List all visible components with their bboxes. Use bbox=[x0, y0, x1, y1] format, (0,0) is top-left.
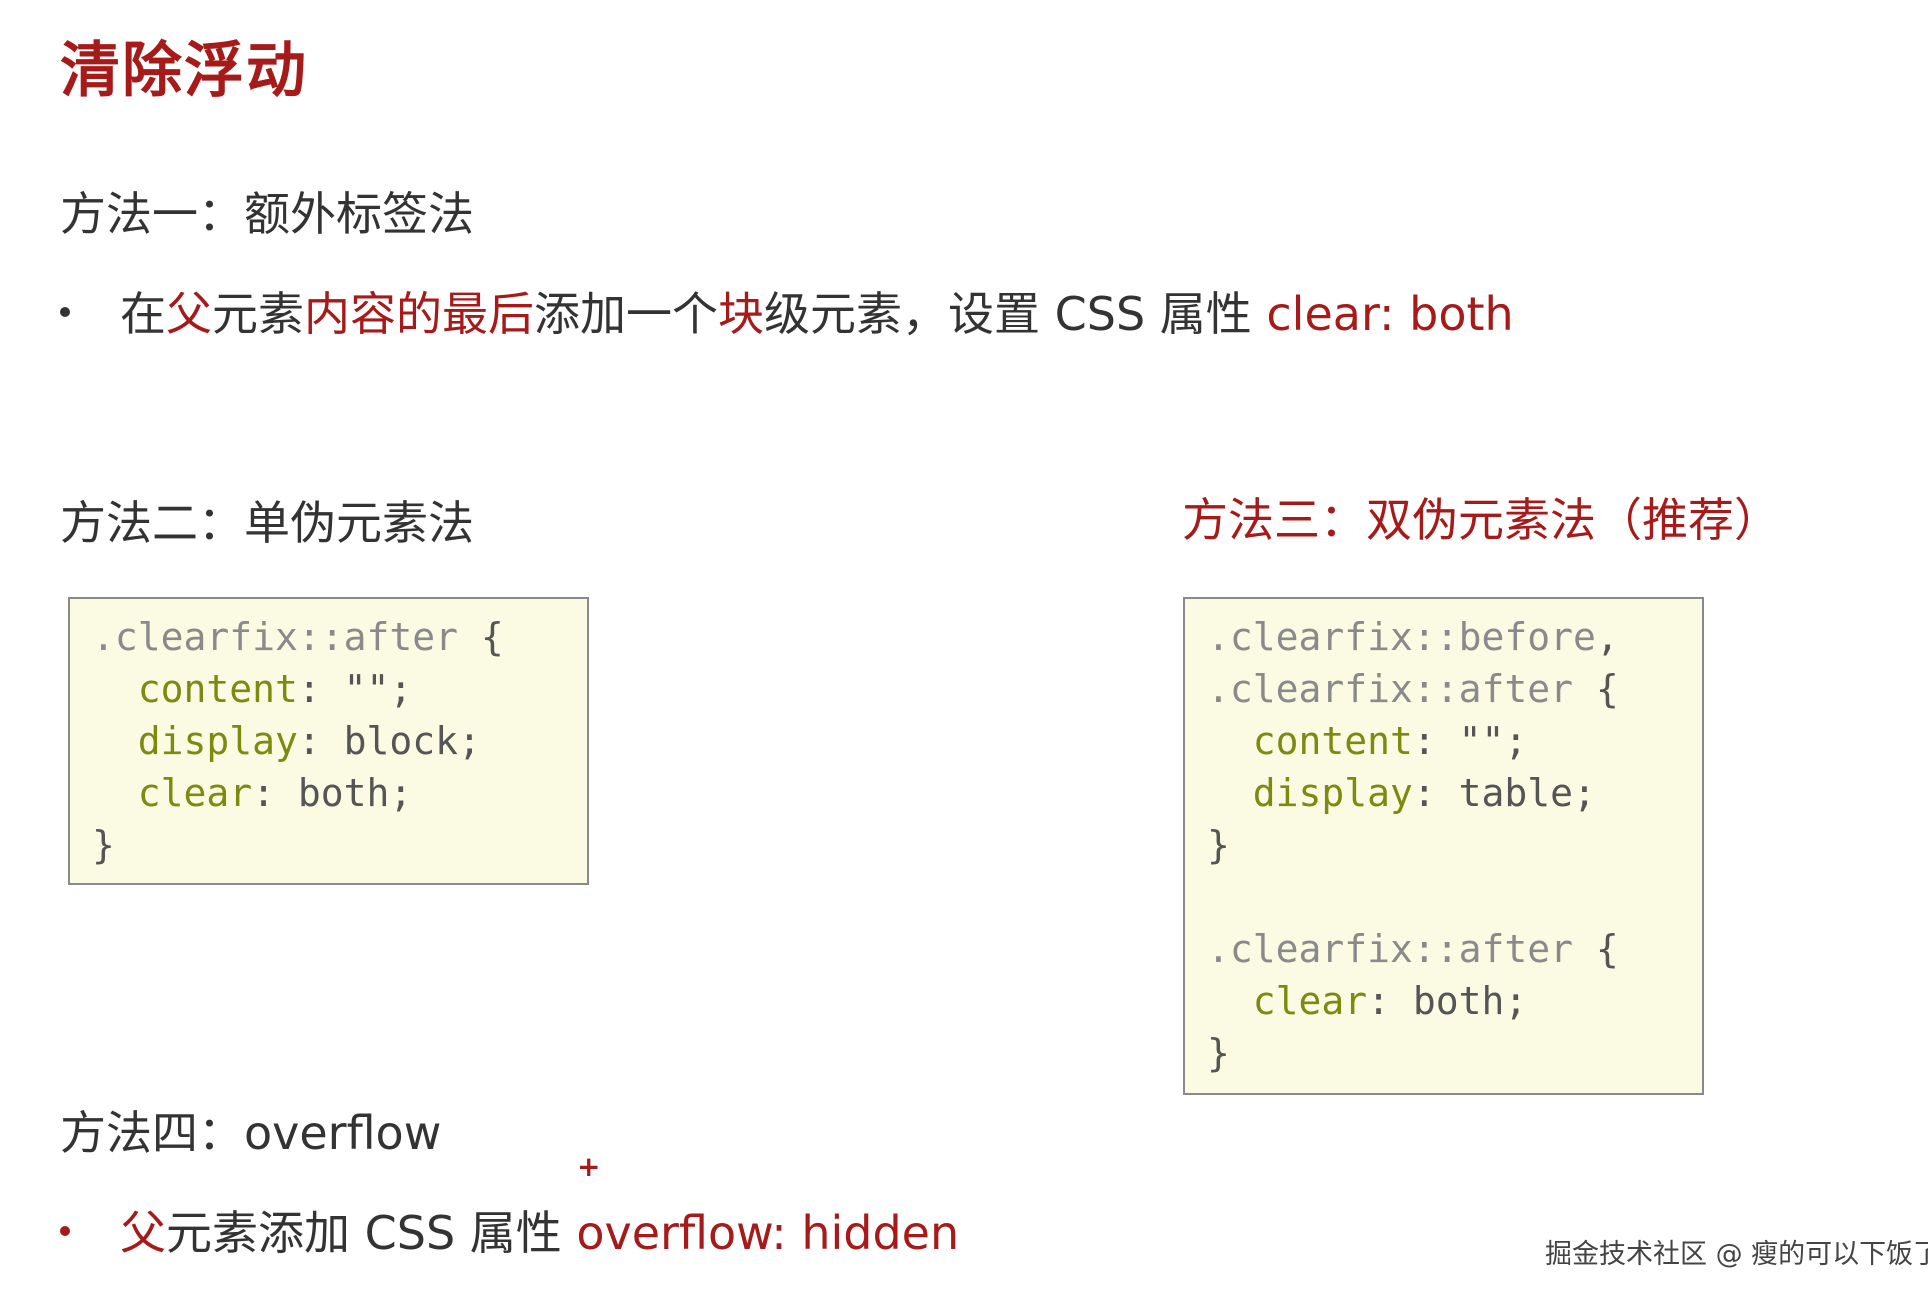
code-token: clear bbox=[1207, 979, 1368, 1023]
code-token: , bbox=[1595, 615, 1619, 659]
code-token: { bbox=[1573, 667, 1619, 711]
method3-code-line: .clearfix::before, bbox=[1207, 611, 1702, 663]
code-token: } bbox=[1207, 1031, 1230, 1075]
method2-code-line: display: block; bbox=[92, 715, 587, 767]
code-token: clear bbox=[92, 771, 253, 815]
method1-bullet-segment: 块 bbox=[718, 287, 764, 341]
method3-code-line: .clearfix::after { bbox=[1207, 923, 1702, 975]
code-token: } bbox=[1207, 823, 1230, 867]
code-token: : both; bbox=[1367, 979, 1528, 1023]
bullet-dot-icon bbox=[60, 306, 70, 317]
method1-bullet-segment: 添加一个 bbox=[534, 287, 718, 341]
code-token: .clearfix::after bbox=[92, 615, 459, 659]
method3-code-line: display: table; bbox=[1207, 767, 1702, 819]
cursor-plus-icon: + bbox=[577, 1150, 601, 1183]
method2-code-line: clear: both; bbox=[92, 767, 587, 819]
method4-bullet-segment: 元素添加 CSS 属性 bbox=[166, 1206, 577, 1260]
method3-code-block: .clearfix::before,.clearfix::after { con… bbox=[1183, 597, 1704, 1095]
method1-bullet: 在父元素内容的最后添加一个块级元素，设置 CSS 属性 clear: both bbox=[60, 278, 1514, 344]
code-token: } bbox=[92, 823, 115, 867]
bullet-dot-icon bbox=[60, 1225, 70, 1236]
method3-code-line bbox=[1207, 871, 1702, 923]
method2-code-line: content: ""; bbox=[92, 663, 587, 715]
code-token: .clearfix::before bbox=[1207, 615, 1596, 659]
code-token: { bbox=[1573, 927, 1619, 971]
code-token: display bbox=[1207, 771, 1413, 815]
method3-heading: 方法三：双伪元素法（推荐） bbox=[1182, 493, 1780, 547]
method4-bullet-text: 父元素添加 CSS 属性 overflow: hidden bbox=[120, 1206, 959, 1260]
method2-code-line: .clearfix::after { bbox=[92, 611, 587, 663]
method4-bullet-segment: overflow: hidden bbox=[576, 1206, 960, 1260]
code-token: content bbox=[1207, 719, 1413, 763]
code-token: display bbox=[92, 719, 298, 763]
method1-bullet-segment: 级元素，设置 CSS 属性 bbox=[764, 287, 1267, 341]
method3-code-line: } bbox=[1207, 1027, 1702, 1079]
method1-bullet-segment: 在 bbox=[120, 287, 166, 341]
method3-code-line: content: ""; bbox=[1207, 715, 1702, 767]
method1-bullet-segment: 内容的最后 bbox=[304, 287, 534, 341]
code-token: : table; bbox=[1412, 771, 1596, 815]
method1-bullet-segment: 父 bbox=[166, 287, 212, 341]
method1-bullet-segment: 元素 bbox=[212, 287, 304, 341]
method1-bullet-text: 在父元素内容的最后添加一个块级元素，设置 CSS 属性 clear: both bbox=[120, 287, 1514, 341]
method3-code-line: .clearfix::after { bbox=[1207, 663, 1702, 715]
code-token: .clearfix::after bbox=[1207, 667, 1574, 711]
code-token: : block; bbox=[297, 719, 481, 763]
method2-heading: 方法二：单伪元素法 bbox=[60, 496, 474, 550]
method4-bullet-segment: 父 bbox=[120, 1206, 166, 1260]
method2-code-line: } bbox=[92, 819, 587, 871]
page-title: 清除浮动 bbox=[60, 36, 308, 106]
code-token: : ""; bbox=[297, 667, 413, 711]
method4-heading: 方法四：overflow bbox=[60, 1106, 442, 1160]
watermark: 掘金技术社区 @ 瘦的可以下饭了 bbox=[1545, 1239, 1928, 1270]
code-token: : both; bbox=[252, 771, 413, 815]
method1-bullet-segment: clear: both bbox=[1266, 287, 1514, 341]
method2-code-block: .clearfix::after { content: ""; display:… bbox=[68, 597, 589, 885]
code-token: { bbox=[458, 615, 504, 659]
code-token: content bbox=[92, 667, 298, 711]
code-token: : ""; bbox=[1412, 719, 1528, 763]
code-token: .clearfix::after bbox=[1207, 927, 1574, 971]
method1-heading: 方法一：额外标签法 bbox=[60, 187, 474, 241]
method3-code-line: } bbox=[1207, 819, 1702, 871]
method4-bullet: 父元素添加 CSS 属性 overflow: hidden bbox=[60, 1197, 959, 1263]
method3-code-line: clear: both; bbox=[1207, 975, 1702, 1027]
